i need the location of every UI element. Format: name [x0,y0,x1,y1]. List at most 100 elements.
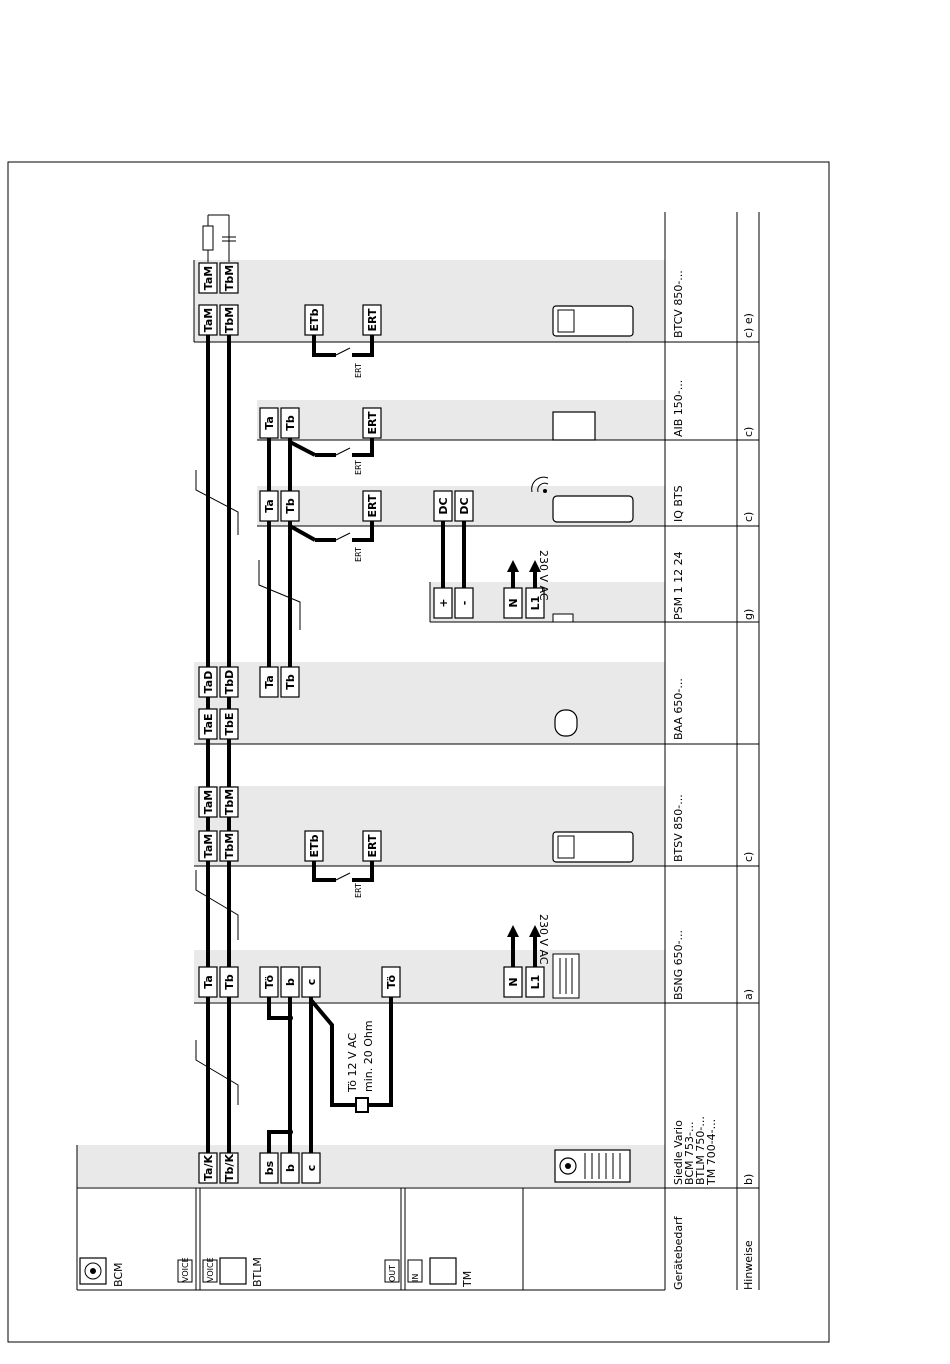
terminal-label: Ta/K [202,1155,215,1182]
in-port [407,1259,423,1283]
device-name-3: BAA 650-... [672,678,685,740]
terminal-aib-2: ERT [362,407,382,439]
note-5: c) [742,512,755,522]
terminal-bsng-5: Tö [381,966,401,998]
aib-icon [552,411,596,441]
terminal-iqbts-4: DC [454,490,474,522]
door-opener-label: Tö 12 V AC [346,1033,359,1093]
tm-icon [429,1257,457,1285]
terminal-label: TbM [223,307,236,333]
terminal-label: TaE [202,713,215,734]
terminal-label: TbM [223,789,236,815]
terminal-psm-2: N [503,587,523,619]
device-line-3: TM 700-4-... [705,1119,718,1186]
terminal-label: ETb [308,308,321,331]
terminal-vario-1: Tb/K [219,1152,239,1184]
device-line-1: BCM 753-... [683,1122,696,1185]
terminal-label: ERT [366,411,379,434]
diagram-frame [7,161,830,1343]
terminal-label: L1 [529,596,542,611]
terminal-bsng-4: c [301,966,321,998]
terminal-bsng-2: Tö [259,966,279,998]
terminal-label: N [507,598,520,607]
psm-icon [552,613,574,623]
terminal-label: Tb [223,974,236,990]
terminal-aib-0: Ta [259,407,279,439]
terminal-label: c [305,979,318,986]
terminal-label: bs [263,1160,276,1175]
terminal-vario-4: c [301,1152,321,1184]
terminal-btcv-2: ETb [304,304,324,336]
terminal-label: c [305,1165,318,1172]
terminal-btsv-1: TbM [219,830,239,862]
terminal-label: TaM [202,308,215,332]
terminal-vario-3: b [280,1152,300,1184]
ert-label-iqbts: ERT [354,547,363,562]
termination-rc [202,214,236,262]
terminal-psm-1: - [454,587,474,619]
terminal-label: ERT [366,834,379,857]
terminal-baa-0: TaE [198,708,218,740]
terminal-label: TaM [202,790,215,814]
device-name-4: PSM 1 12 24 [672,551,685,620]
terminal-label: Tö [385,975,398,989]
bcm-label: BCM [112,1262,125,1287]
terminal-label: TbE [223,713,236,736]
terminal-label: b [284,1164,297,1172]
dc-wires [441,512,466,600]
ert-label-aib: ERT [354,460,363,475]
terminal-baa-5: Tb [280,666,300,698]
in-label: IN [411,1274,420,1282]
terminal-label: Ta [263,675,276,689]
column-dividers [76,212,760,1291]
terminal-label: TaM [202,834,215,858]
note-1: a) [742,989,755,1000]
terminal-label: TbM [223,833,236,859]
terminal-label: Tb [284,415,297,431]
terminal-label: ERT [366,308,379,331]
left-module-icons [79,1257,457,1285]
break-markers [195,470,301,1105]
voice-label-1: VOICE [181,1257,190,1282]
ert-label-btsv: ERT [354,883,363,898]
mains-arrows [507,560,541,970]
mains-label-bsng: 230 V AC [537,914,550,965]
notes-row-label: Hinweise [742,1240,755,1290]
terminal-label: L1 [529,975,542,990]
terminal-label: Tb [284,674,297,690]
device-name-5: IQ BTS [672,485,685,522]
door-opener-wires [267,985,393,1165]
iqbts-icon [552,495,634,523]
baa-icon [554,709,578,737]
door-opener-resistance: min. 20 Ohm [362,1020,375,1092]
out-port [384,1259,400,1283]
terminal-label: ERT [366,494,379,517]
note-6: c) [742,427,755,437]
terminal-label: Ta [202,975,215,989]
device-line-0: Siedle Vario [672,1120,685,1185]
terminal-label: Tb/K [223,1154,236,1182]
terminal-iqbts-3: DC [433,490,453,522]
terminal-btsv-3: TbM [219,786,239,818]
voice-label-2: VOICE [206,1257,215,1282]
terminal-btcv-5: TbM [219,262,239,294]
device-name-1: BSNG 650-... [672,930,685,1000]
terminal-label: + [437,598,450,607]
ert-label-btcv: ERT [354,363,363,378]
terminal-label: DC [437,497,450,514]
terminal-baa-3: TbD [219,666,239,698]
terminal-label: Tb [284,498,297,514]
terminal-btcv-0: TaM [198,304,218,336]
bus-wires [206,318,316,1170]
terminal-label: b [284,978,297,986]
wireless-icon [531,476,549,493]
terminal-psm-0: + [433,587,453,619]
terminal-label: DC [458,497,471,514]
note-0: b) [742,1174,755,1185]
terminal-btcv-3: ERT [362,304,382,336]
terminal-baa-2: TaD [198,666,218,698]
note-7: c) e) [742,313,755,338]
terminal-label: Ta [263,499,276,513]
